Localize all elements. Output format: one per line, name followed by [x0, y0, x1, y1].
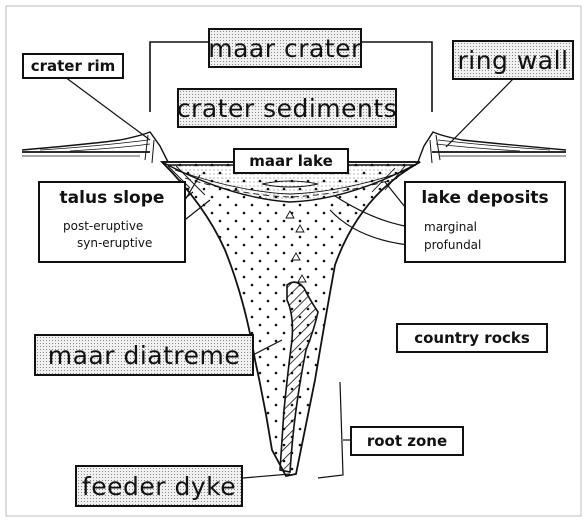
label-marginal: marginal	[424, 220, 477, 234]
right-tephra-ring	[418, 132, 566, 163]
label-post-eruptive: post-eruptive	[63, 219, 143, 233]
label-ring-wall: ring wall	[452, 40, 574, 80]
label-feeder-dyke: feeder dyke	[75, 465, 243, 507]
label-crater-sediments: crater sediments	[177, 88, 397, 128]
label-root-zone: root zone	[350, 426, 464, 456]
label-profundal: profundal	[424, 238, 481, 252]
label-maar-crater: maar crater	[208, 28, 362, 68]
label-talus-slope: talus slope	[38, 181, 186, 215]
label-maar-lake: maar lake	[233, 148, 349, 174]
label-lake-deposits: lake deposits	[404, 181, 566, 215]
label-country-rocks: country rocks	[396, 323, 548, 353]
label-maar-diatreme: maar diatreme	[34, 334, 254, 376]
label-crater-rim: crater rim	[22, 53, 124, 79]
label-syn-eruptive: syn-eruptive	[77, 236, 152, 250]
